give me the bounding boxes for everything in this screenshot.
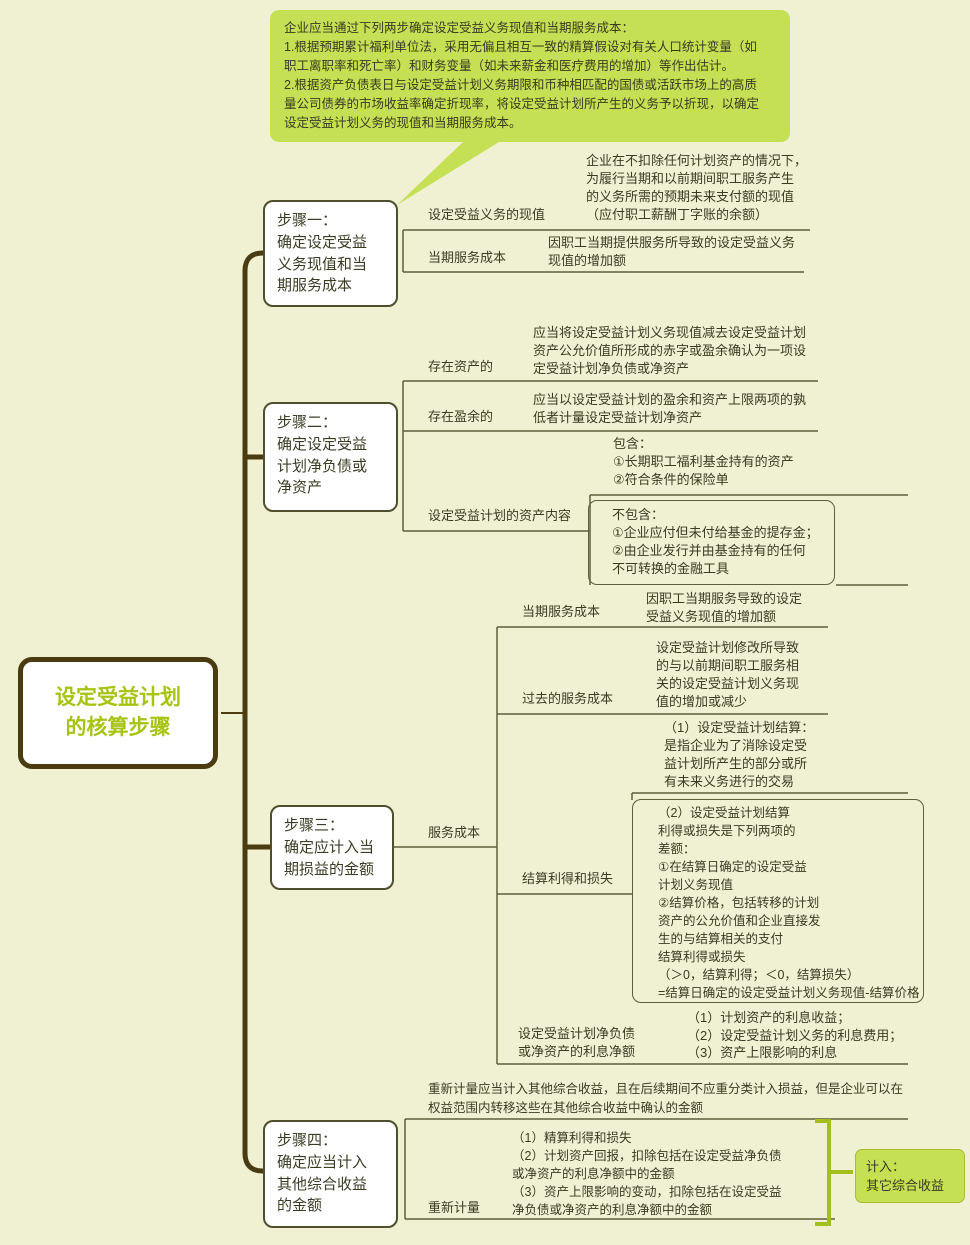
past-service-cost-desc[interactable]: 设定受益计划修改所导致 的与以前期间职工服务相 关的设定受益计划义务现 值的增加… [656,640,800,709]
plan-assets-exclude-box [588,500,835,585]
branch-remeasurement-label[interactable]: 重新计量 [428,1200,481,1215]
step1-node[interactable]: 步骤一： 确定设定受益 义务现值和当 期服务成本 [263,200,398,307]
note-callout-wedge [397,142,499,205]
branch-lines [394,229,908,1220]
branch-service-cost-label[interactable]: 服务成本 [428,825,481,840]
branch-plan-assets-label[interactable]: 设定受益计划的资产内容 [428,508,572,523]
branch-settlement-label[interactable]: 结算利得和损失 [522,871,614,886]
plan-assets-exclude-desc[interactable]: 不包含： ①企业应付但未付给基金的提存金； ②由企业发行并由基金持有的任何 不可… [612,507,819,576]
branch-current-service-cost-label[interactable]: 当期服务成本 [428,250,507,265]
step2-node[interactable]: 步骤二： 确定设定受益 计划净负债或 净资产 [263,402,398,512]
branch-has-surplus-label[interactable]: 存在盈余的 [428,409,494,424]
branch-net-interest-label[interactable]: 设定受益计划净负债 或净资产的利息净额 [518,1026,636,1059]
branch-obligation-pv-label[interactable]: 设定受益义务的现值 [428,207,546,222]
has-surplus-desc[interactable]: 应当以设定受益计划的盈余和资产上限两项的孰 低者计量设定受益计划净资产 [533,392,807,425]
remeasurement-oci-desc[interactable]: 重新计量应当计入其他综合收益，且在后续期间不应重分类计入损益，但是企业可以在 权… [428,1082,904,1115]
oci-annotation-box[interactable]: 计入： 其它综合收益 [855,1149,965,1203]
step4-node[interactable]: 步骤四： 确定应当计入 其他综合收益 的金额 [263,1120,398,1228]
has-assets-desc[interactable]: 应当将设定受益计划义务现值减去设定受益计划 资产公允价值所形成的赤字或盈余确认为… [533,325,807,376]
plan-assets-include-desc[interactable]: 包含： ①长期职工福利基金持有的资产 ②符合条件的保险单 [613,436,794,487]
settlement-gain-loss-desc[interactable]: （2）设定受益计划结算 利得或损失是下列两项的 差额： ①在结算日确定的设定受益… [658,806,920,1000]
branch-current-period-cost-label[interactable]: 当期服务成本 [522,604,601,619]
branch-has-assets-label[interactable]: 存在资产的 [428,359,494,374]
step3-node[interactable]: 步骤三： 确定应计入当 期损益的金额 [270,805,394,890]
current-period-cost-desc[interactable]: 因职工当期服务导致的设定 受益义务现值的增加额 [646,591,803,624]
branch-past-service-cost-label[interactable]: 过去的服务成本 [522,691,614,706]
net-interest-desc[interactable]: （1）计划资产的利息收益； （2）设定受益计划义务的利息费用； （3）资产上限影… [687,1010,903,1060]
remeasurement-items-desc[interactable]: （1）精算利得和损失 （2）计划资产回报，扣除包括在设定受益净负债 或净资产的利… [512,1131,782,1217]
group-bracket [815,1119,853,1226]
current-service-cost-desc[interactable]: 因职工当期提供服务所导致的设定受益义务 现值的增加额 [548,235,796,268]
spine [221,250,270,1174]
root-node[interactable]: 设定受益计划 的核算步骤 [18,657,218,769]
obligation-pv-desc[interactable]: 企业在不扣除任何计划资产的情况下， 为履行当期和以前期间职工服务产生 的义务所需… [586,153,808,222]
settlement-gain-loss-box [632,799,924,1003]
settlement-definition-desc[interactable]: （1）设定受益计划结算： 是指企业为了消除设定受 益计划所产生的部分或所 有未来… [664,720,815,789]
note-box[interactable]: 企业应当通过下列两步确定设定受益义务现值和当期服务成本： 1.根据预期累计福利单… [270,10,790,142]
